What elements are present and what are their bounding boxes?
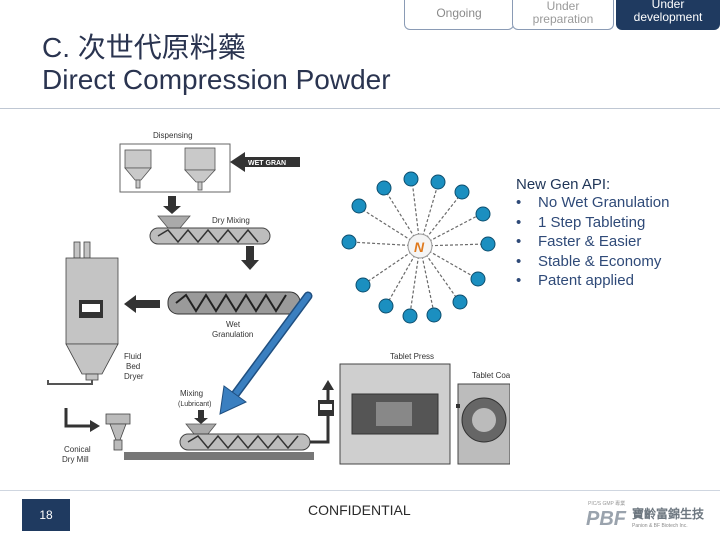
footer-divider [0,490,720,491]
label-conical-2: Dry Mill [62,455,89,464]
tab-ongoing-label: Ongoing [436,6,482,20]
label-conical-1: Conical [64,445,91,454]
list-item: • No Wet Granulation [516,193,669,213]
tab-under-preparation[interactable]: Under preparation [512,0,614,30]
list-item: • 1 Step Tableting [516,213,669,233]
lubricant-mixer-icon [124,423,314,460]
tablet-press-icon [318,363,451,465]
label-fluid-bed-2: Bed [126,362,140,371]
tab-dev-line1: Under [651,0,685,11]
label-fluid-bed-3: Dryer [124,372,144,381]
company-logo: PIC/S GMP 專業 PBF 寶齡富錦生技 Panion & BF Biot… [586,500,705,530]
tab-under-development[interactable]: Under development [616,0,720,30]
down-arrow-icon [163,196,181,214]
dispensing-frame [119,143,231,193]
label-dry-mixing: Dry Mixing [212,216,250,225]
label-fluid-bed-1: Fluid [124,352,141,361]
down-arrow-3-icon [194,410,208,424]
bullet: • [516,252,522,270]
label-dispensing: Dispensing [153,131,193,140]
dry-mixer-icon [149,215,271,245]
tab-prep-line1: Under [546,0,580,13]
label-tablet-coater: Tablet Coater [472,371,510,380]
tab-prep-line2: preparation [532,12,594,26]
api-item-label: Stable & Economy [538,252,662,270]
left-arrow-icon [124,295,160,313]
svg-text:PIC/S GMP 專業: PIC/S GMP 專業 [588,500,625,507]
tab-ongoing[interactable]: Ongoing [404,0,514,30]
molecule-center [407,233,433,259]
api-item-label: Faster & Easier [538,233,642,250]
title-divider [0,108,720,109]
conical-mill-icon [105,413,131,451]
molecule-graphic: N [341,171,496,324]
api-heading: New Gen API: [516,176,611,193]
label-mixing-2: (Lubricant) [178,401,211,408]
mill-arrow-icon [64,408,90,428]
bullet: • [516,233,522,250]
tablet-coater-icon [457,383,510,465]
process-diagram: Dispensing WET GRAN Dry Mixing Wet Granu… [47,131,510,465]
bullet: • [516,194,522,211]
api-feature-list: • No Wet Granulation • 1 Step Tableting • F… [516,193,669,291]
bullet: • [516,272,522,289]
molecule-center-label: N [414,239,425,255]
label-wet-gran-1: Wet [226,320,241,329]
tab-dev-line2: development [633,10,703,24]
page-subtitle: Direct Compression Powder [42,64,391,95]
api-item-label: Patent applied [538,272,634,289]
bullet: • [516,213,522,231]
direct-route-arrow-icon [219,291,313,415]
wet-granulator-icon [167,291,301,315]
list-item: • Patent applied [516,271,669,291]
label-wet-gran: WET GRAN [248,160,286,167]
label-tablet-press: Tablet Press [390,352,434,361]
svg-text:Panion & BF Biotech Inc.: Panion & BF Biotech Inc. [632,523,688,529]
api-item-label: 1 Step Tableting [538,213,646,231]
label-wet-gran-2: Granulation [212,330,253,339]
svg-text:寶齡富錦生技: 寶齡富錦生技 [632,506,705,521]
api-item-label: No Wet Granulation [538,194,670,211]
list-item: • Faster & Easier [516,232,669,252]
down-arrow-2-icon [241,246,259,270]
dispensing-hopper-icon [124,147,216,191]
svg-text:PBF: PBF [586,508,627,530]
label-mixing-1: Mixing [180,389,203,398]
page-title: C. 次世代原料藥 [42,32,246,63]
page-number: 18 [22,499,70,531]
dryer-pipe [47,380,93,385]
list-item: • Stable & Economy [516,252,669,272]
wet-gran-arrow-icon [230,152,300,172]
confidential-label: CONFIDENTIAL [308,502,411,518]
